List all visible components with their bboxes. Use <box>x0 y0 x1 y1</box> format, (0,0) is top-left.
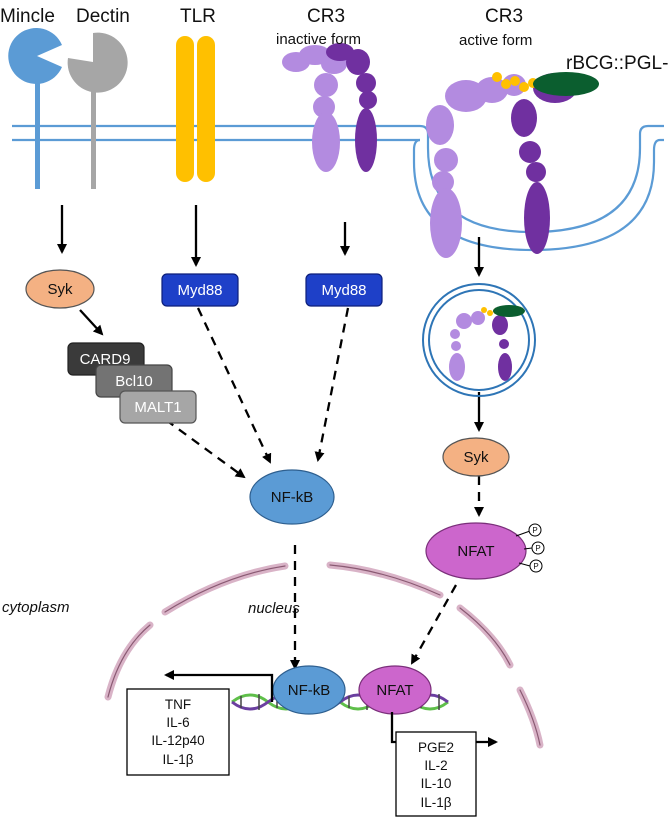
dashed-arrows <box>165 307 484 670</box>
myd88-label-2: Myd88 <box>321 282 366 299</box>
nfat-dna-label: NFAT <box>376 682 413 699</box>
nfat-output-0: PGE2 <box>418 740 454 755</box>
phosphate-icon-2 <box>531 541 545 555</box>
phosphate-label-3: P <box>533 562 538 571</box>
syk-right-label: Syk <box>463 449 489 466</box>
mincle-label: Mincle <box>0 6 55 27</box>
phosphate-icon-1 <box>528 523 542 537</box>
bcg-bacterium-icon <box>533 72 599 96</box>
nfat-output-2: IL-10 <box>421 776 452 791</box>
nfat-output-3: IL-1β <box>420 795 451 810</box>
cr3-active-title: CR3 <box>485 6 523 27</box>
nfkb-output-3: IL-1β <box>162 752 193 767</box>
myd88-label-1: Myd88 <box>177 282 222 299</box>
nfat-node <box>425 522 527 580</box>
dectin-receptor <box>67 32 128 189</box>
myd88-node-2 <box>305 273 383 307</box>
cr3-inactive-title: CR3 <box>307 6 345 27</box>
cr3-inactive-receptor <box>282 43 377 172</box>
phosphate-label-1: P <box>532 526 537 535</box>
phosphate-label-2: P <box>535 544 540 553</box>
nucleus-label: nucleus <box>248 600 300 617</box>
dectin-label: Dectin <box>76 6 130 27</box>
nfkb-output-2: IL-12p40 <box>151 733 204 748</box>
nfat-output-box <box>395 731 477 817</box>
cr3-active-subtitle: active form <box>459 32 532 49</box>
nfat-dna-node <box>358 665 432 715</box>
syk-left-label: Syk <box>47 281 73 298</box>
syk-left-node <box>25 269 95 309</box>
malt1-label: MALT1 <box>134 399 181 416</box>
nfkb-output-box <box>126 688 230 776</box>
nfkb-label: NF-kB <box>271 489 314 506</box>
syk-right-node <box>442 437 510 477</box>
cr3-active-receptor <box>426 72 599 258</box>
nfat-output-1: IL-2 <box>424 758 447 773</box>
phosphate-groups <box>515 523 545 573</box>
tlr-receptor <box>176 36 215 182</box>
nfkb-node <box>249 469 335 525</box>
phosphate-icon-3 <box>529 559 543 573</box>
bcl10-label: Bcl10 <box>115 373 153 390</box>
cytoplasm-label: cytoplasm <box>2 599 70 616</box>
nfkb-dna-label: NF-kB <box>288 682 331 699</box>
tlr-label: TLR <box>180 6 216 27</box>
solid-arrows <box>57 205 484 432</box>
mincle-receptor <box>8 28 62 189</box>
nfat-label: NFAT <box>457 543 494 560</box>
cr3-inactive-subtitle: inactive form <box>276 31 361 48</box>
myd88-node-1 <box>161 273 239 307</box>
nfkb-output-1: IL-6 <box>166 715 189 730</box>
phagosome <box>422 283 536 397</box>
ligand-label: rBCG::PGL-I <box>566 53 670 74</box>
malt1-node <box>119 390 197 424</box>
nfkb-output-0: TNF <box>165 697 191 712</box>
card9-label: CARD9 <box>80 351 131 368</box>
